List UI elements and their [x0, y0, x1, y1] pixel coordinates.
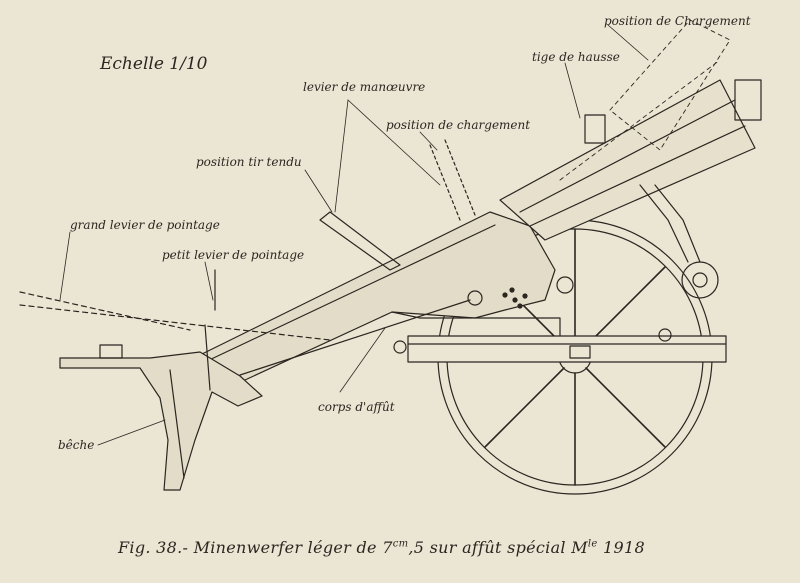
label-tige-de-hausse: tige de hausse [532, 50, 620, 64]
caption-year: 1918 [603, 538, 645, 557]
figure-caption: Fig. 38.- Minenwerfer léger de 7cm,5 sur… [118, 538, 645, 557]
levers [19, 139, 476, 391]
label-position-tir-tendu: position tir tendu [196, 155, 302, 169]
wheel [437, 219, 713, 495]
label-position-chargement-top: position de Chargement [604, 14, 751, 28]
label-grand-levier: grand levier de pointage [70, 218, 220, 232]
caption-sup-le: le [587, 538, 598, 550]
label-levier-de-manoeuvre: levier de manœuvre [303, 80, 426, 94]
caption-sup-cm: cm [392, 538, 409, 550]
barrel [499, 79, 762, 342]
leader-lines [59, 24, 649, 446]
scale-label: Echelle 1/10 [100, 54, 208, 74]
loading-position-outline [559, 19, 731, 181]
spade [59, 344, 263, 491]
label-beche: bêche [58, 438, 95, 452]
label-petit-levier: petit levier de pointage [162, 248, 305, 262]
trail-body [174, 211, 574, 393]
label-corps-affut: corps d'affût [318, 400, 395, 414]
axle-beam [393, 335, 727, 363]
caption-prefix: Fig. 38.- Minenwerfer léger de 7 [118, 538, 393, 557]
label-position-de-chargement: position de chargement [386, 118, 531, 132]
caption-mid: ,5 sur affût spécial M [408, 538, 588, 557]
